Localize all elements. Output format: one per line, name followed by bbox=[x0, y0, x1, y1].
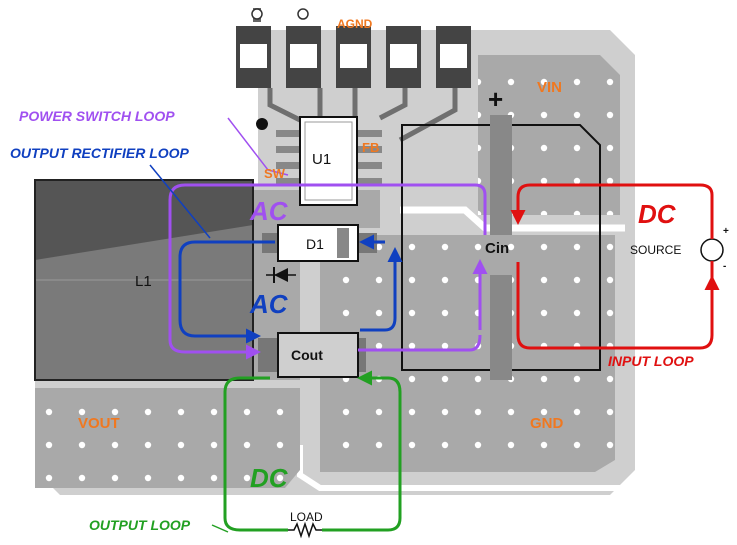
dc-output-label: DC bbox=[250, 463, 289, 493]
top-pin-3 bbox=[336, 26, 371, 88]
d1-label: D1 bbox=[306, 236, 324, 252]
vin-label: VIN bbox=[537, 79, 562, 96]
top-pin-4 bbox=[386, 26, 421, 88]
load-resistor-icon bbox=[288, 521, 322, 539]
inductor-l1 bbox=[34, 179, 254, 381]
gnd-pour-vias bbox=[320, 235, 615, 472]
cin-label: Cin bbox=[485, 240, 509, 257]
output-rectifier-loop-label: OUTPUT RECTIFIER LOOP bbox=[10, 145, 190, 161]
pin1-dot bbox=[256, 118, 268, 130]
sw-label: SW bbox=[264, 166, 286, 181]
diode-symbol-icon bbox=[266, 267, 296, 283]
u1-label: U1 bbox=[312, 151, 331, 168]
capacitor-cin bbox=[401, 115, 601, 380]
top-pin-5 bbox=[436, 26, 471, 88]
source-label: SOURCE bbox=[630, 243, 681, 257]
output-loop-label: OUTPUT LOOP bbox=[89, 517, 191, 533]
input-loop-label: INPUT LOOP bbox=[608, 353, 694, 369]
u1-ic bbox=[256, 116, 382, 206]
source-minus-label: - bbox=[723, 261, 726, 272]
output-rectifier-loop bbox=[149, 164, 403, 344]
dc-source-icon bbox=[700, 222, 724, 278]
power-switch-loop bbox=[168, 117, 488, 360]
top-pin-2 bbox=[286, 8, 321, 88]
top-pin-1 bbox=[236, 8, 271, 88]
cout-label: Cout bbox=[291, 347, 323, 363]
load-label: LOAD bbox=[290, 510, 323, 524]
power-switch-loop-label: POWER SWITCH LOOP bbox=[19, 108, 175, 124]
cin-plus-label: + bbox=[488, 84, 503, 114]
capacitor-cout bbox=[258, 332, 366, 378]
output-loop bbox=[211, 370, 402, 533]
dc-input-label: DC bbox=[638, 199, 677, 229]
source-plus-label: + bbox=[723, 226, 729, 237]
top-components bbox=[236, 8, 471, 143]
agnd-label: AGND bbox=[337, 17, 373, 31]
ac-rectifier-label: AC bbox=[249, 289, 289, 319]
l1-label: L1 bbox=[135, 273, 152, 290]
gnd-label: GND bbox=[530, 415, 564, 432]
vout-pour-vias bbox=[35, 388, 300, 488]
vout-label: VOUT bbox=[78, 415, 120, 432]
input-loop bbox=[510, 183, 720, 350]
ac-switch-label: AC bbox=[249, 196, 289, 226]
fb-label: FB bbox=[362, 140, 379, 155]
diode-d1 bbox=[262, 224, 377, 283]
labels: AGND SW FB U1 VIN + Cin D1 L1 Cout VOUT … bbox=[10, 17, 729, 533]
